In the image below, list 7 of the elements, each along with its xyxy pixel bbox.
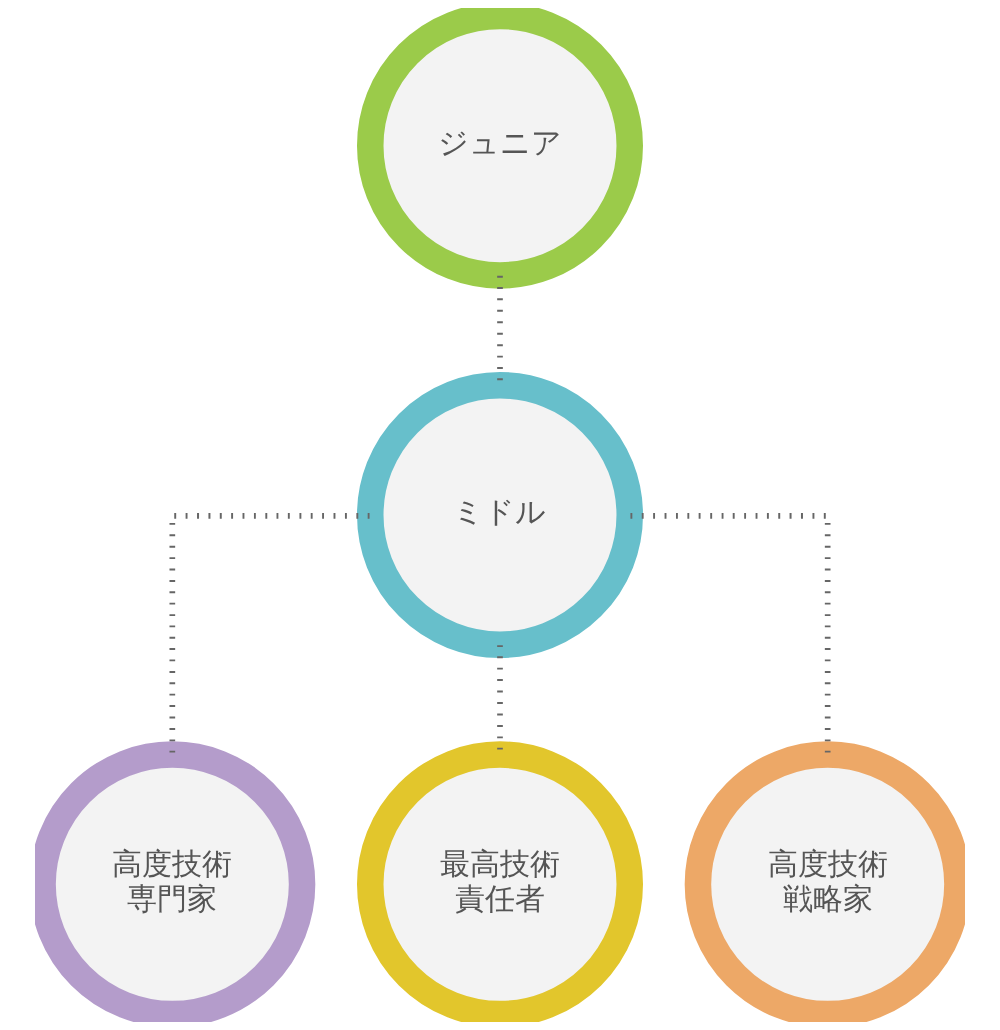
connector <box>169 513 370 755</box>
node-circle: ジュニア <box>357 8 643 289</box>
node-circle: 最高技術責任者 <box>357 741 643 1022</box>
node-circle: ミドル <box>357 372 643 658</box>
node-circle: 高度技術専門家 <box>35 741 316 1022</box>
connector <box>630 513 831 755</box>
node-circle: 高度技術戦略家 <box>684 741 965 1022</box>
